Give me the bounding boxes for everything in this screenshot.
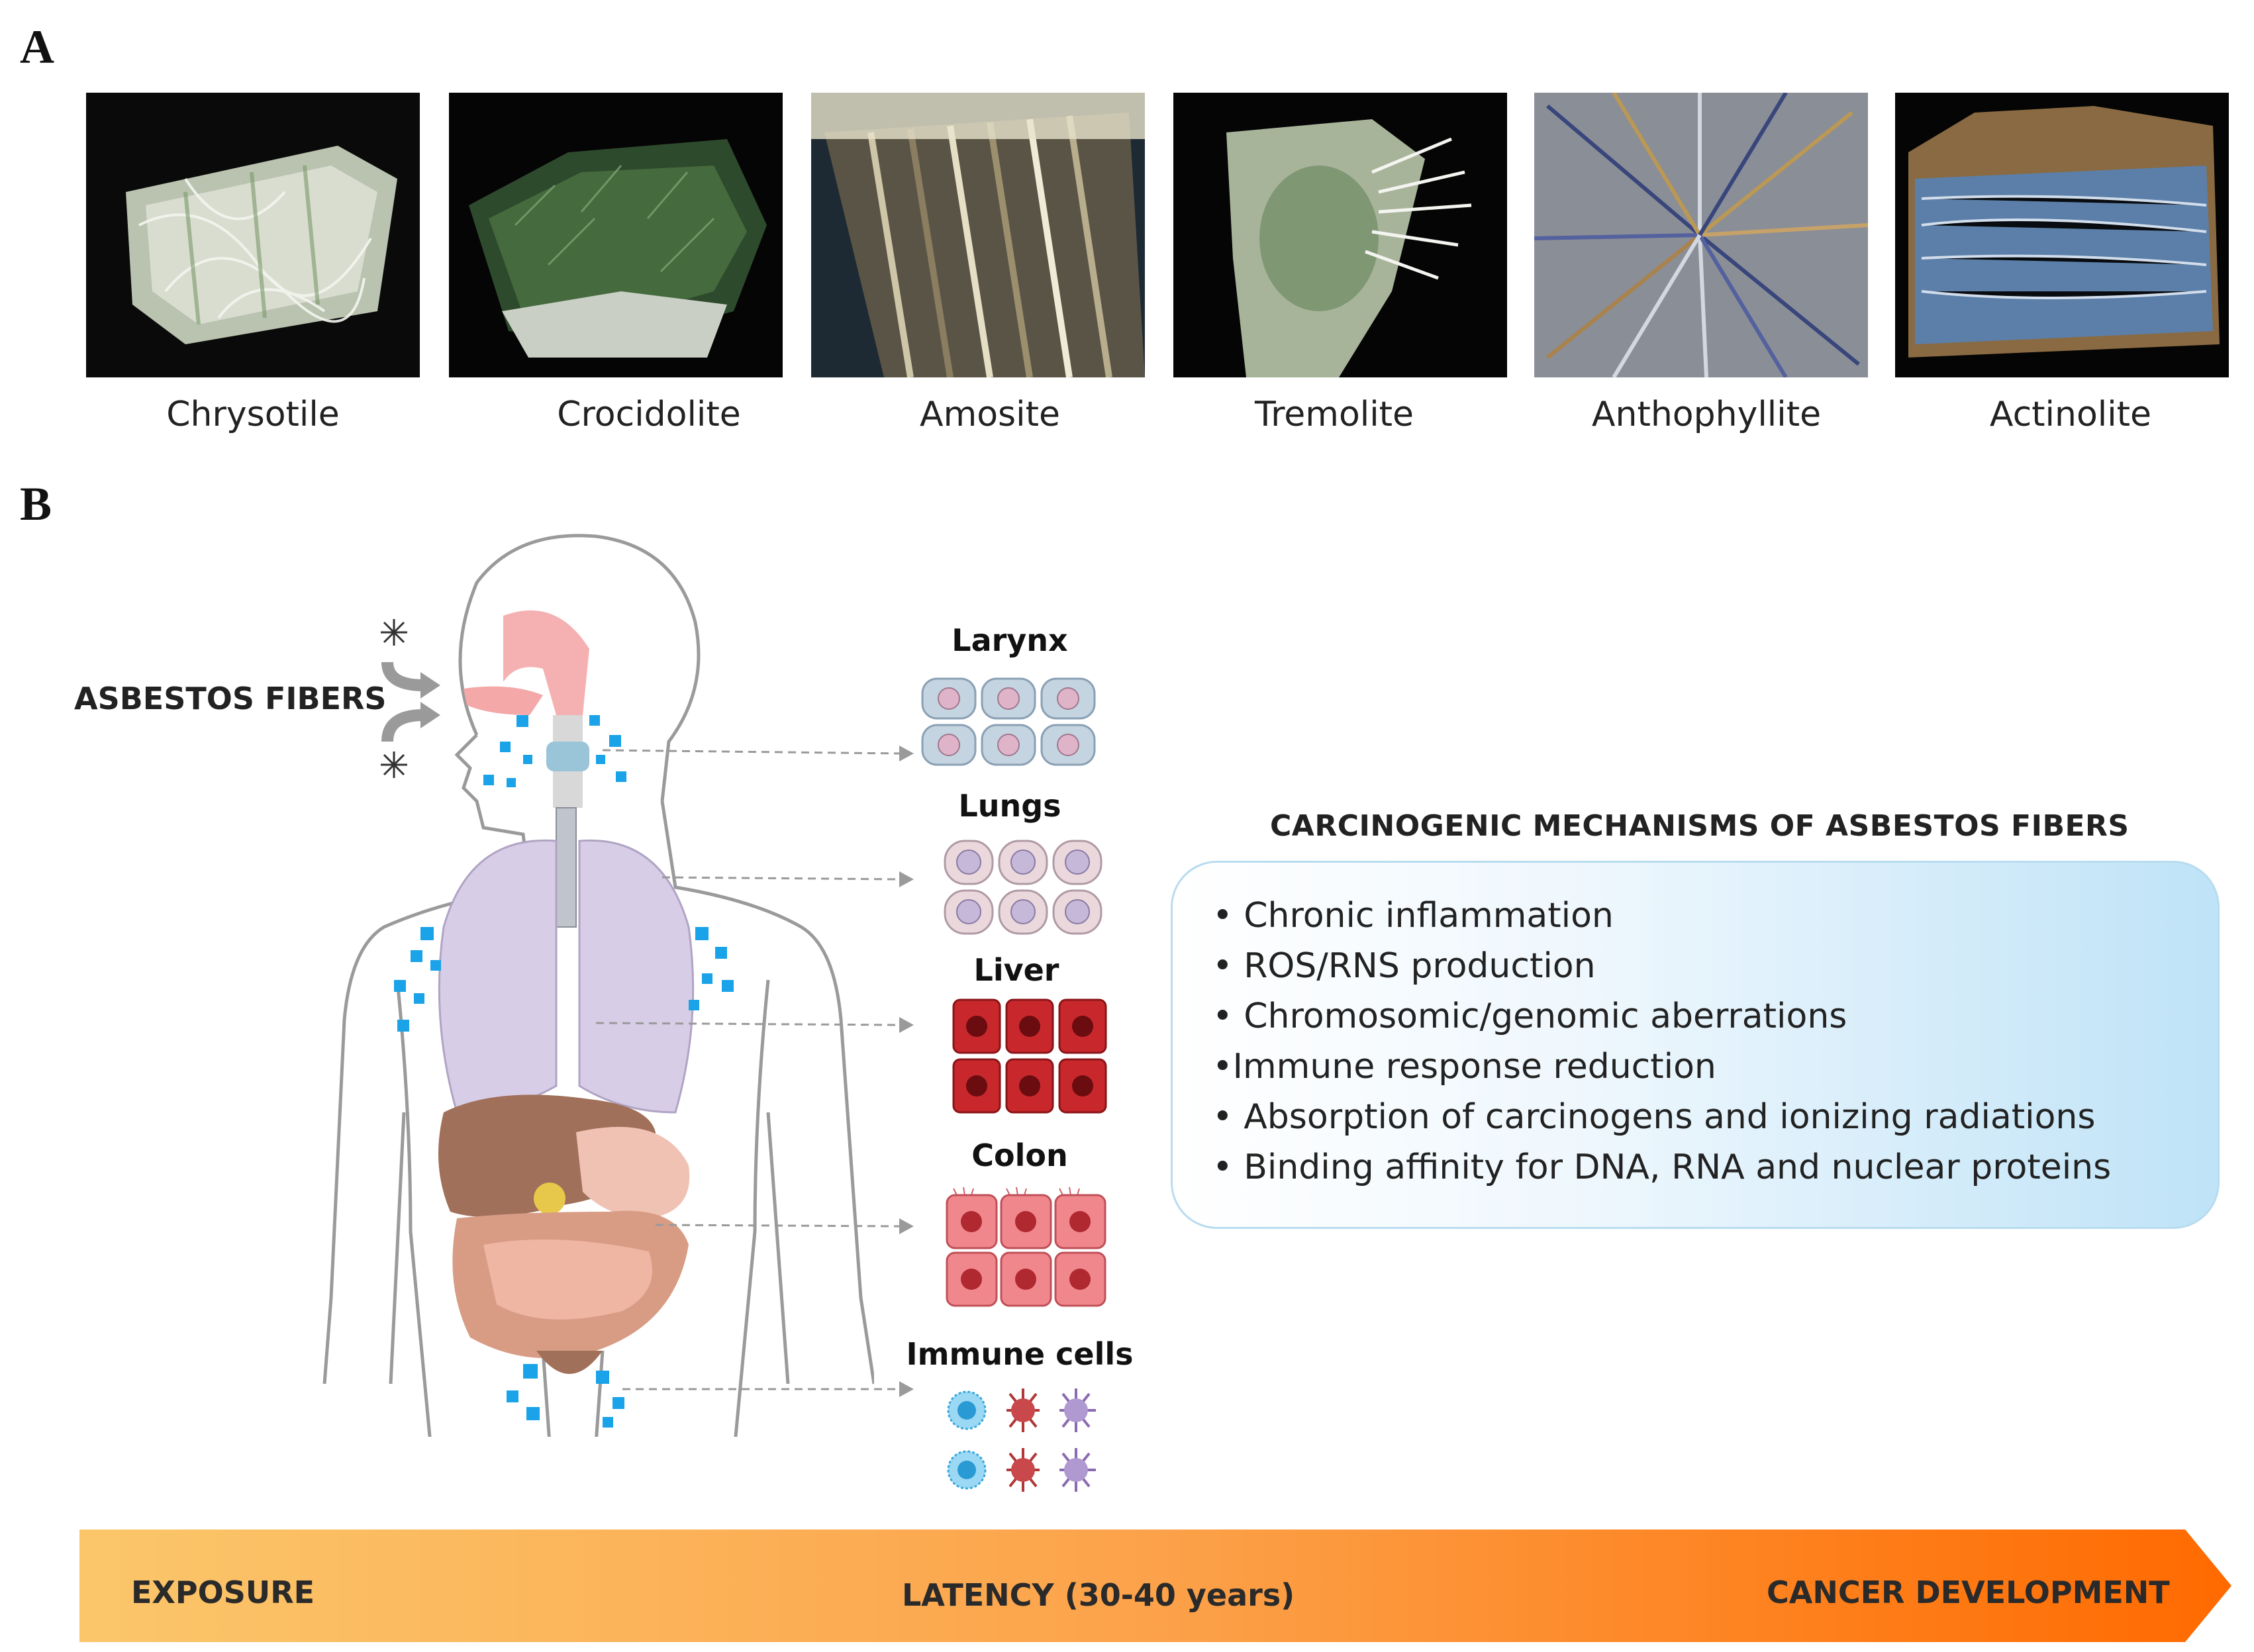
- chrysotile-image: [86, 93, 420, 377]
- panel-b-letter: B: [20, 477, 52, 530]
- mechanism-item: • Chromosomic/genomic aberrations: [1212, 996, 1847, 1036]
- organ-label-larynx: Larynx: [952, 622, 1068, 658]
- timeline-cancer-label: CANCER DEVELOPMENT: [1767, 1575, 2170, 1610]
- mechanism-item: • Absorption of carcinogens and ionizing…: [1212, 1097, 2096, 1137]
- mechanisms-list: • Chronic inflammation • ROS/RNS product…: [1212, 891, 2111, 1192]
- tremolite-image: [1173, 93, 1507, 377]
- timeline-latency-label: LATENCY (30-40 years): [902, 1577, 1295, 1613]
- mechanism-item: • Chronic inflammation: [1212, 896, 1614, 936]
- mechanism-item: • ROS/RNS production: [1212, 946, 1596, 986]
- mineral-photo-chrysotile: [86, 93, 420, 377]
- organ-label-immune-cells: Immune cells: [906, 1336, 1134, 1372]
- mineral-label-anthophyllite: Anthophyllite: [1591, 395, 1822, 434]
- organ-label-lungs: Lungs: [958, 788, 1061, 824]
- crocidolite-image: [449, 93, 783, 377]
- larynx-cells-icon: [921, 677, 1096, 766]
- actinolite-image: [1895, 93, 2229, 377]
- amosite-image: [811, 93, 1145, 377]
- mineral-label-amosite: Amosite: [920, 395, 1060, 434]
- mineral-photo-actinolite: [1895, 93, 2229, 377]
- timeline-arrow: [79, 1530, 2231, 1642]
- mechanisms-box: • Chronic inflammation • ROS/RNS product…: [1171, 861, 2220, 1229]
- mineral-photo-tremolite: [1173, 93, 1507, 377]
- fiber-particle-icon: [381, 619, 407, 778]
- lung-cells-icon: [944, 840, 1102, 935]
- mineral-label-tremolite: Tremolite: [1254, 395, 1414, 434]
- mineral-label-crocidolite: Crocidolite: [557, 395, 741, 434]
- colon-cells-icon: [946, 1187, 1106, 1307]
- anthophyllite-image: [1534, 93, 1868, 377]
- organ-label-liver: Liver: [973, 952, 1059, 988]
- human-body-diagram: [322, 534, 874, 1437]
- mechanism-item: • Binding affinity for DNA, RNA and nucl…: [1212, 1147, 2112, 1187]
- mineral-label-chrysotile: Chrysotile: [166, 395, 340, 434]
- asbestos-fibers-label: ASBESTOS FIBERS: [74, 681, 387, 716]
- mechanism-item: •Immune response reduction: [1212, 1047, 1716, 1087]
- mineral-photo-anthophyllite: [1534, 93, 1868, 377]
- inhalation-arrows-icon: [381, 619, 440, 778]
- organ-label-colon: Colon: [971, 1138, 1068, 1173]
- mineral-photo-amosite: [811, 93, 1145, 377]
- panel-a-letter: A: [20, 21, 54, 73]
- immune-cells-icon: [947, 1388, 1096, 1492]
- liver-cells-icon: [952, 998, 1107, 1114]
- timeline-exposure-label: EXPOSURE: [131, 1575, 315, 1610]
- organ-connector-arrows: [595, 746, 914, 1397]
- mechanisms-title: CARCINOGENIC MECHANISMS OF ASBESTOS FIBE…: [1270, 809, 2130, 843]
- mineral-photo-crocidolite: [449, 93, 783, 377]
- mineral-label-actinolite: Actinolite: [1989, 395, 2152, 434]
